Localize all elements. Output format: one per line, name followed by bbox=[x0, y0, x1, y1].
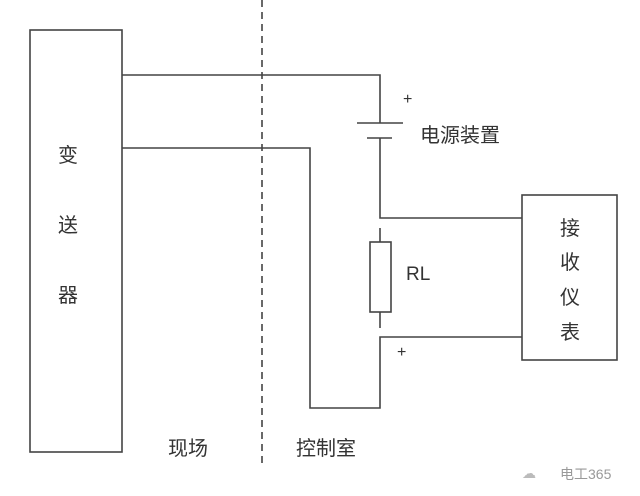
wire-return bbox=[122, 147, 522, 409]
transmitter-char: 器 bbox=[58, 283, 78, 307]
resistor-label: RL bbox=[406, 264, 431, 285]
watermark: 电工365 bbox=[560, 466, 612, 482]
field-zone-label: 现场 bbox=[168, 436, 208, 460]
receiver-box bbox=[521, 194, 618, 361]
receiver-char: 收 bbox=[560, 250, 580, 274]
control-room-label: 控制室 bbox=[296, 436, 356, 460]
transmitter-char: 送 bbox=[58, 213, 78, 237]
receiver-char: 表 bbox=[560, 320, 580, 344]
wire-battery-to-receiver bbox=[379, 138, 522, 219]
wire-top bbox=[122, 74, 381, 123]
receiver-plus-sign: + bbox=[397, 344, 407, 361]
transmitter-box bbox=[29, 29, 123, 453]
power-plus-sign: + bbox=[403, 91, 413, 108]
wechat-icon: ☁ bbox=[522, 466, 536, 482]
power-supply-label: 电源装置 bbox=[420, 123, 500, 147]
resistor bbox=[369, 241, 392, 313]
receiver-char: 接 bbox=[560, 216, 580, 240]
receiver-char: 仪 bbox=[560, 285, 580, 309]
transmitter-char: 变 bbox=[58, 143, 78, 167]
